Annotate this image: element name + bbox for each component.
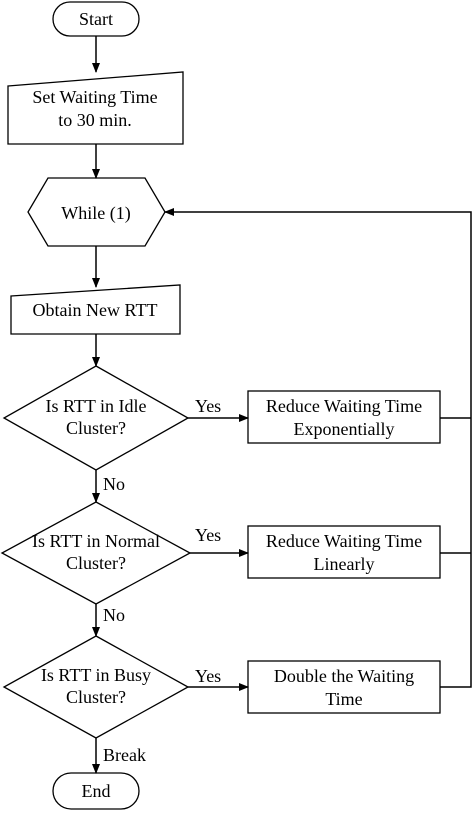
normal-decision-line-1: Is RTT in Normal <box>32 531 160 551</box>
loop-back-to-while <box>164 208 472 688</box>
normal-decision-line-2: Cluster? <box>66 553 126 573</box>
idle-decision-line-2: Cluster? <box>66 418 126 438</box>
reduce-linearly-node: Reduce Waiting Time Linearly <box>247 525 441 579</box>
set-waiting-time-node: Set Waiting Time to 30 min. <box>7 71 184 145</box>
end-label: End <box>82 781 111 801</box>
reduce-exponentially-line-2: Exponentially <box>294 419 395 439</box>
edge-label-normal-yes: Yes <box>195 525 221 545</box>
edge-label-busy-yes: Yes <box>195 666 221 686</box>
busy-decision-line-1: Is RTT in Busy <box>41 665 151 685</box>
set-waiting-time-line-1: Set Waiting Time <box>32 87 157 107</box>
idle-decision-line-1: Is RTT in Idle <box>45 396 146 416</box>
end-node: End <box>52 772 140 810</box>
start-node: Start <box>52 1 140 37</box>
reduce-exponentially-node: Reduce Waiting Time Exponentially <box>247 390 441 444</box>
set-waiting-time-line-2: to 30 min. <box>58 110 132 130</box>
start-label: Start <box>79 9 113 29</box>
edge-label-idle-no: No <box>103 474 125 494</box>
double-waiting-time-node: Double the Waiting Time <box>247 660 441 714</box>
reduce-linearly-line-1: Reduce Waiting Time <box>266 531 422 551</box>
obtain-rtt-node: Obtain New RTT <box>10 284 181 335</box>
busy-decision-node: Is RTT in Busy Cluster? <box>2 635 190 739</box>
busy-decision-line-2: Cluster? <box>66 687 126 707</box>
normal-decision-node: Is RTT in Normal Cluster? <box>0 501 192 605</box>
edge-label-busy-break: Break <box>103 745 146 765</box>
reduce-linearly-line-2: Linearly <box>314 554 375 574</box>
while-loop-label: While (1) <box>61 203 130 224</box>
edge-label-normal-no: No <box>103 605 125 625</box>
idle-decision-node: Is RTT in Idle Cluster? <box>2 365 190 471</box>
while-loop-node: While (1) <box>27 177 166 247</box>
reduce-exponentially-line-1: Reduce Waiting Time <box>266 396 422 416</box>
edge-label-idle-yes: Yes <box>195 396 221 416</box>
obtain-rtt-label: Obtain New RTT <box>33 300 158 320</box>
double-waiting-time-line-1: Double the Waiting <box>274 666 414 686</box>
double-waiting-time-line-2: Time <box>325 689 362 709</box>
